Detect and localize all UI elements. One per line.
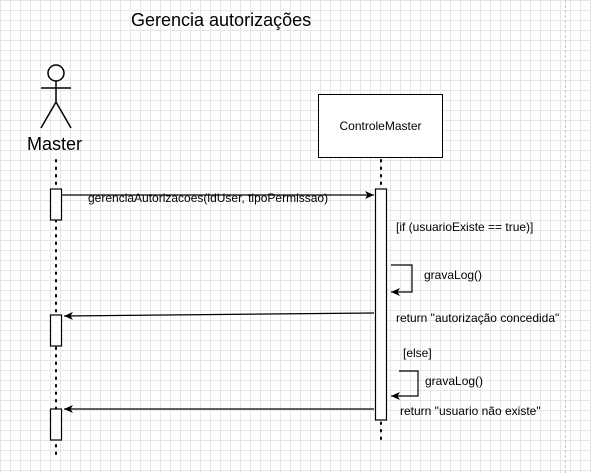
return-label-2: return "usuario não existe" [400,404,541,418]
return-label-1: return "autorização concedida" [396,311,560,325]
controller-activation-bar[interactable] [374,188,388,421]
diagram-title: Gerencia autorizações [131,10,312,30]
controller-lifeline-box[interactable]: ControleMaster [318,94,443,158]
actor-label: Master [27,134,83,154]
actor-activation-bar-3[interactable] [49,408,63,441]
self-call-arrow-2[interactable] [391,370,419,400]
controller-label: ControleMaster [339,119,422,133]
actor-activation-bar-1[interactable] [49,188,63,221]
self-call-label-2: gravaLog() [425,374,484,388]
self-call-arrow-1[interactable] [391,264,413,296]
guard-else-label: [else] [403,346,432,360]
return-arrow-1[interactable] [63,311,375,320]
self-call-label-1: gravaLog() [424,268,483,282]
actor-activation-bar-2[interactable] [49,314,63,347]
actor-master-figure[interactable] [40,64,72,129]
guard-if-label: [if (usuarioExiste == true)] [396,220,534,234]
page-boundary [565,0,566,473]
call-message-label: gerenciaAutorizacoes(idUser, tipoPermiss… [88,191,329,205]
